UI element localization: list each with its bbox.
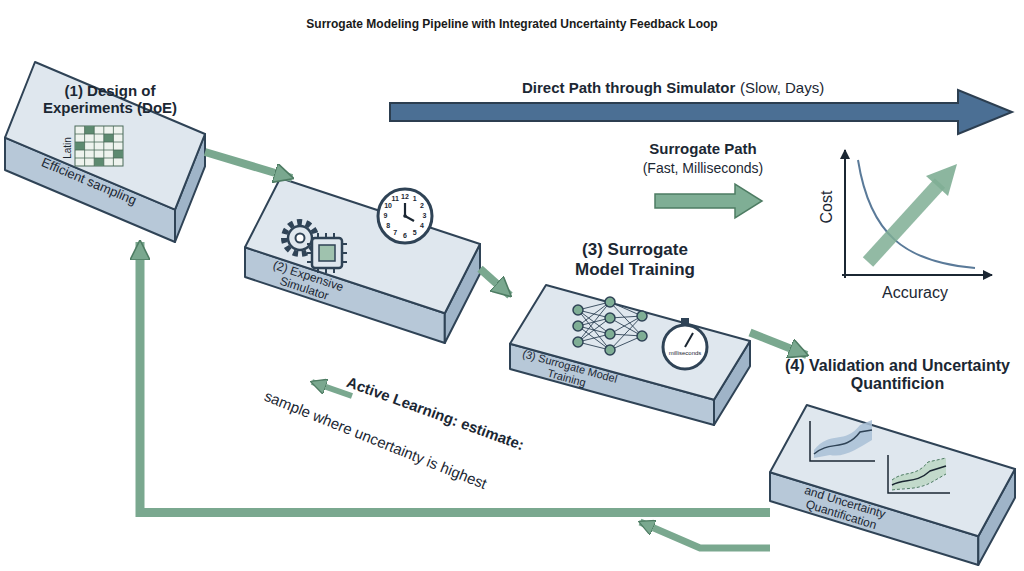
annotation-label: Direct Path through Simulator [522, 80, 735, 97]
clock-number: 12 [401, 193, 409, 201]
clock-number: 8 [386, 222, 390, 230]
diagram-title: Surrogate Modeling Pipeline with Integra… [0, 17, 1024, 31]
slab-top-face [770, 405, 1015, 536]
annotation-label: (Slow, Days) [740, 80, 824, 97]
node-heading: (1) Design of Experiments (DoE) [30, 82, 190, 117]
node-heading: (3) Surrogate Model Training [560, 240, 710, 279]
annotation-label: Surrogate Path [649, 141, 757, 158]
clock-number: 11 [392, 195, 399, 203]
clock-number: 7 [393, 229, 397, 237]
annotation-label: sample where uncertainty is highest [262, 388, 489, 493]
annotation-label: (Fast, Milliseconds) [643, 161, 764, 176]
flow-arrow [480, 269, 510, 296]
slab-node: (2) Expensive Simulator [245, 178, 480, 343]
flow-arrow [750, 333, 807, 356]
slab-node: (3) Surrogate Model Training milliseconds… [510, 240, 750, 425]
annotation-label: Accuracy [882, 284, 948, 302]
clock-number: 5 [413, 229, 417, 237]
clock-number: 4 [420, 222, 424, 230]
clock-number: 6 [403, 232, 407, 240]
direct-path-arrow [390, 90, 1012, 134]
node-heading: (4) Validation and Uncertainty Quantific… [785, 357, 1010, 394]
side-label: Latin [62, 137, 73, 159]
icon-label: milliseconds [669, 350, 702, 356]
clock-number: 3 [423, 212, 427, 220]
slab-top-face [510, 285, 750, 400]
clock-number: 1 [413, 195, 417, 203]
surrogate-path-arrow [655, 184, 762, 218]
clock-number: 10 [384, 202, 392, 210]
annotation-label: Cost [818, 191, 836, 224]
slab-top-face [245, 178, 480, 313]
clock-number: 9 [384, 212, 388, 220]
slab-node: (4) Validation and Uncertainty Quantific… [770, 355, 1015, 565]
cost-accuracy-chart [842, 150, 992, 278]
slab-node: (1) Design of Experiments (DoE)LatinEffi… [5, 62, 205, 242]
clock-number: 2 [420, 202, 424, 210]
feedback-arrow [640, 522, 770, 548]
flow-arrow [205, 152, 292, 178]
